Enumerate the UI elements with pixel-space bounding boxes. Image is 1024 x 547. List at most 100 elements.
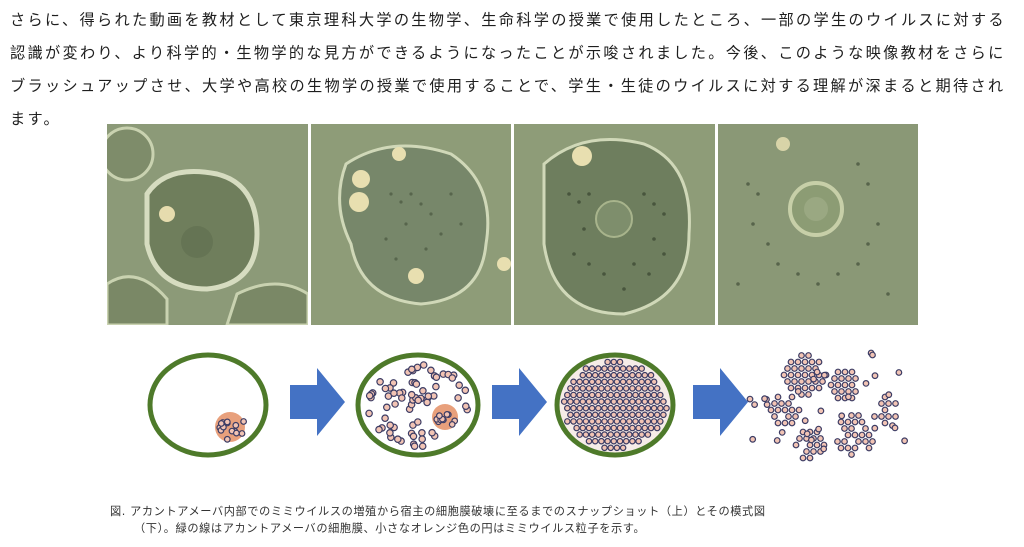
virus-particles-released xyxy=(746,349,908,462)
virus-particle xyxy=(635,385,642,392)
virus-particle xyxy=(613,431,621,438)
virus-particle xyxy=(579,424,587,432)
virus-particle xyxy=(613,365,621,372)
virus-particle xyxy=(386,421,395,430)
virus-particle xyxy=(579,411,587,419)
virus-particle xyxy=(885,400,892,407)
virus-particle xyxy=(607,365,615,372)
figure-caption: 図. アカントアメーバ内部でのミミウイルスの増殖から宿主の細胞膜破壊に至るまでの… xyxy=(110,503,890,537)
virus-particle xyxy=(588,391,596,399)
virus-particle xyxy=(582,378,590,386)
virus-particle xyxy=(815,384,823,392)
virus-particle xyxy=(827,381,835,389)
virus-particle xyxy=(413,418,422,426)
virus-particle xyxy=(865,444,873,452)
virus-particle xyxy=(801,358,809,366)
virus-particle xyxy=(862,438,869,445)
virus-particle xyxy=(801,384,809,392)
virus-particle xyxy=(632,365,639,372)
virus-particle xyxy=(831,375,838,382)
virus-particle xyxy=(427,366,435,375)
virus-particle xyxy=(622,398,630,405)
virus-particle xyxy=(407,390,416,399)
virus-particle xyxy=(579,371,587,379)
virus-particle xyxy=(582,418,590,425)
virus-particles-3 xyxy=(560,358,670,452)
virus-particle xyxy=(638,378,646,386)
virus-particle xyxy=(881,406,889,414)
virus-particle xyxy=(632,391,639,399)
virus-particle xyxy=(238,430,246,437)
virus-particle xyxy=(629,371,636,379)
virus-particle xyxy=(644,431,652,438)
virus-particle xyxy=(594,418,602,425)
schematic-diagram xyxy=(147,349,908,462)
virus-particle xyxy=(774,419,782,427)
virus-particle xyxy=(838,375,845,382)
virus-particle xyxy=(629,385,636,392)
virus-particle xyxy=(778,428,786,436)
virus-particle xyxy=(622,411,630,419)
virus-particle xyxy=(591,437,599,445)
virus-particle xyxy=(604,398,611,405)
virus-particle xyxy=(844,431,852,439)
virus-particle xyxy=(845,393,852,401)
virus-particle xyxy=(461,402,470,410)
virus-particle xyxy=(588,431,596,438)
virus-particle xyxy=(644,378,652,386)
virus-particle xyxy=(885,413,892,420)
virus-particle xyxy=(773,437,781,444)
virus-particle xyxy=(656,391,664,399)
virus-particle xyxy=(803,448,810,455)
virus-particle xyxy=(848,425,855,432)
virus-particle xyxy=(598,371,605,379)
virus-particle xyxy=(855,438,862,445)
virus-particle xyxy=(844,418,852,426)
virus-particle xyxy=(632,378,639,386)
virus-particle xyxy=(841,368,849,376)
virus-particle xyxy=(616,411,624,419)
host-cell-membrane-2 xyxy=(355,352,481,458)
virus-particle xyxy=(601,431,608,438)
virus-particle xyxy=(594,378,602,386)
virus-particle xyxy=(881,419,889,427)
virus-particle xyxy=(598,424,605,432)
virus-particle xyxy=(901,437,908,445)
virus-particle xyxy=(616,398,624,405)
virus-particle xyxy=(570,418,577,425)
virus-particle xyxy=(419,386,427,395)
virus-particle xyxy=(619,418,627,425)
virus-particle xyxy=(594,391,602,399)
virus-particle xyxy=(619,391,627,399)
virus-particle xyxy=(604,385,611,392)
virus-particle xyxy=(607,404,615,412)
virus-particle xyxy=(638,404,646,412)
virus-particle xyxy=(601,391,608,399)
virus-particle xyxy=(780,371,788,379)
virus-particle xyxy=(641,424,649,432)
virus-particle xyxy=(610,371,618,379)
virus-particle xyxy=(650,391,658,399)
virus-particle xyxy=(454,394,462,402)
virus-particle xyxy=(852,388,859,395)
virus-particle xyxy=(834,394,842,402)
virus-particle xyxy=(787,358,795,366)
virus-particle xyxy=(613,444,621,452)
virus-particle xyxy=(778,400,785,407)
virus-particle xyxy=(862,380,870,387)
virus-particle xyxy=(653,424,661,432)
virus-particle xyxy=(625,418,633,425)
virus-particle xyxy=(414,396,423,405)
virus-particle xyxy=(604,358,611,366)
virus-particle xyxy=(751,401,758,408)
virus-particle xyxy=(647,424,655,432)
virus-particle xyxy=(625,365,633,372)
virus-particle xyxy=(837,444,845,452)
virus-particle xyxy=(641,371,649,379)
virus-particle xyxy=(801,417,809,425)
virus-particle xyxy=(820,445,828,453)
virus-particle xyxy=(604,424,611,432)
virus-particle xyxy=(619,404,627,412)
virus-particle xyxy=(383,403,391,412)
virus-particle xyxy=(570,378,577,386)
